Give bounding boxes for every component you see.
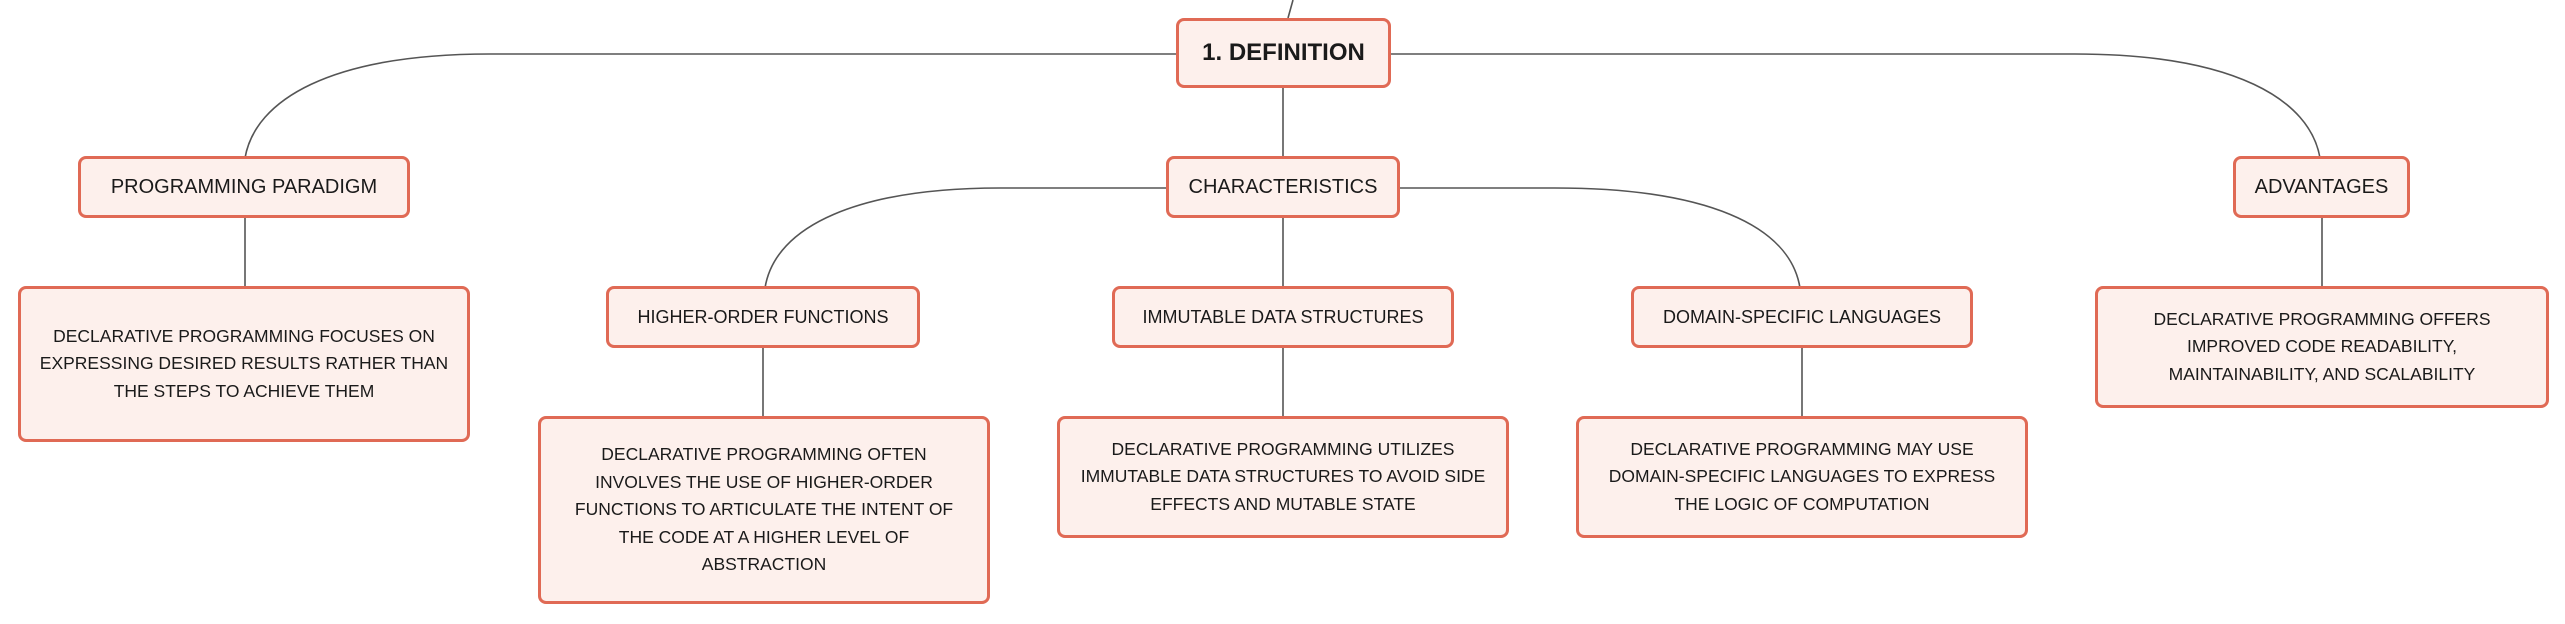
connector-characteristics-dsl [1400,187,1801,289]
connector-root-paradigm [244,53,1180,159]
connector-parent-root [1287,0,1294,19]
branch-characteristics[interactable]: CHARACTERISTICS [1166,156,1400,218]
sub-branch-higher-order-functions[interactable]: HIGHER-ORDER FUNCTIONS [606,286,920,348]
detail-advantages[interactable]: DECLARATIVE PROGRAMMING OFFERS IMPROVED … [2095,286,2549,408]
sub-branch-domain-specific-languages[interactable]: DOMAIN-SPECIFIC LANGUAGES [1631,286,1973,348]
branch-advantages[interactable]: ADVANTAGES [2233,156,2410,218]
detail-domain-specific-languages[interactable]: DECLARATIVE PROGRAMMING MAY USE DOMAIN-S… [1576,416,2028,538]
detail-immutable-data-structures[interactable]: DECLARATIVE PROGRAMMING UTILIZES IMMUTAB… [1057,416,1509,538]
branch-programming-paradigm[interactable]: PROGRAMMING PARADIGM [78,156,410,218]
sub-branch-immutable-data-structures[interactable]: IMMUTABLE DATA STRUCTURES [1112,286,1454,348]
root-node-definition[interactable]: 1. DEFINITION [1176,18,1391,88]
connector-characteristics-hof [764,187,1168,289]
connector-root-advantages [1390,53,2321,159]
detail-programming-paradigm[interactable]: DECLARATIVE PROGRAMMING FOCUSES ON EXPRE… [18,286,470,442]
detail-higher-order-functions[interactable]: DECLARATIVE PROGRAMMING OFTEN INVOLVES T… [538,416,990,604]
